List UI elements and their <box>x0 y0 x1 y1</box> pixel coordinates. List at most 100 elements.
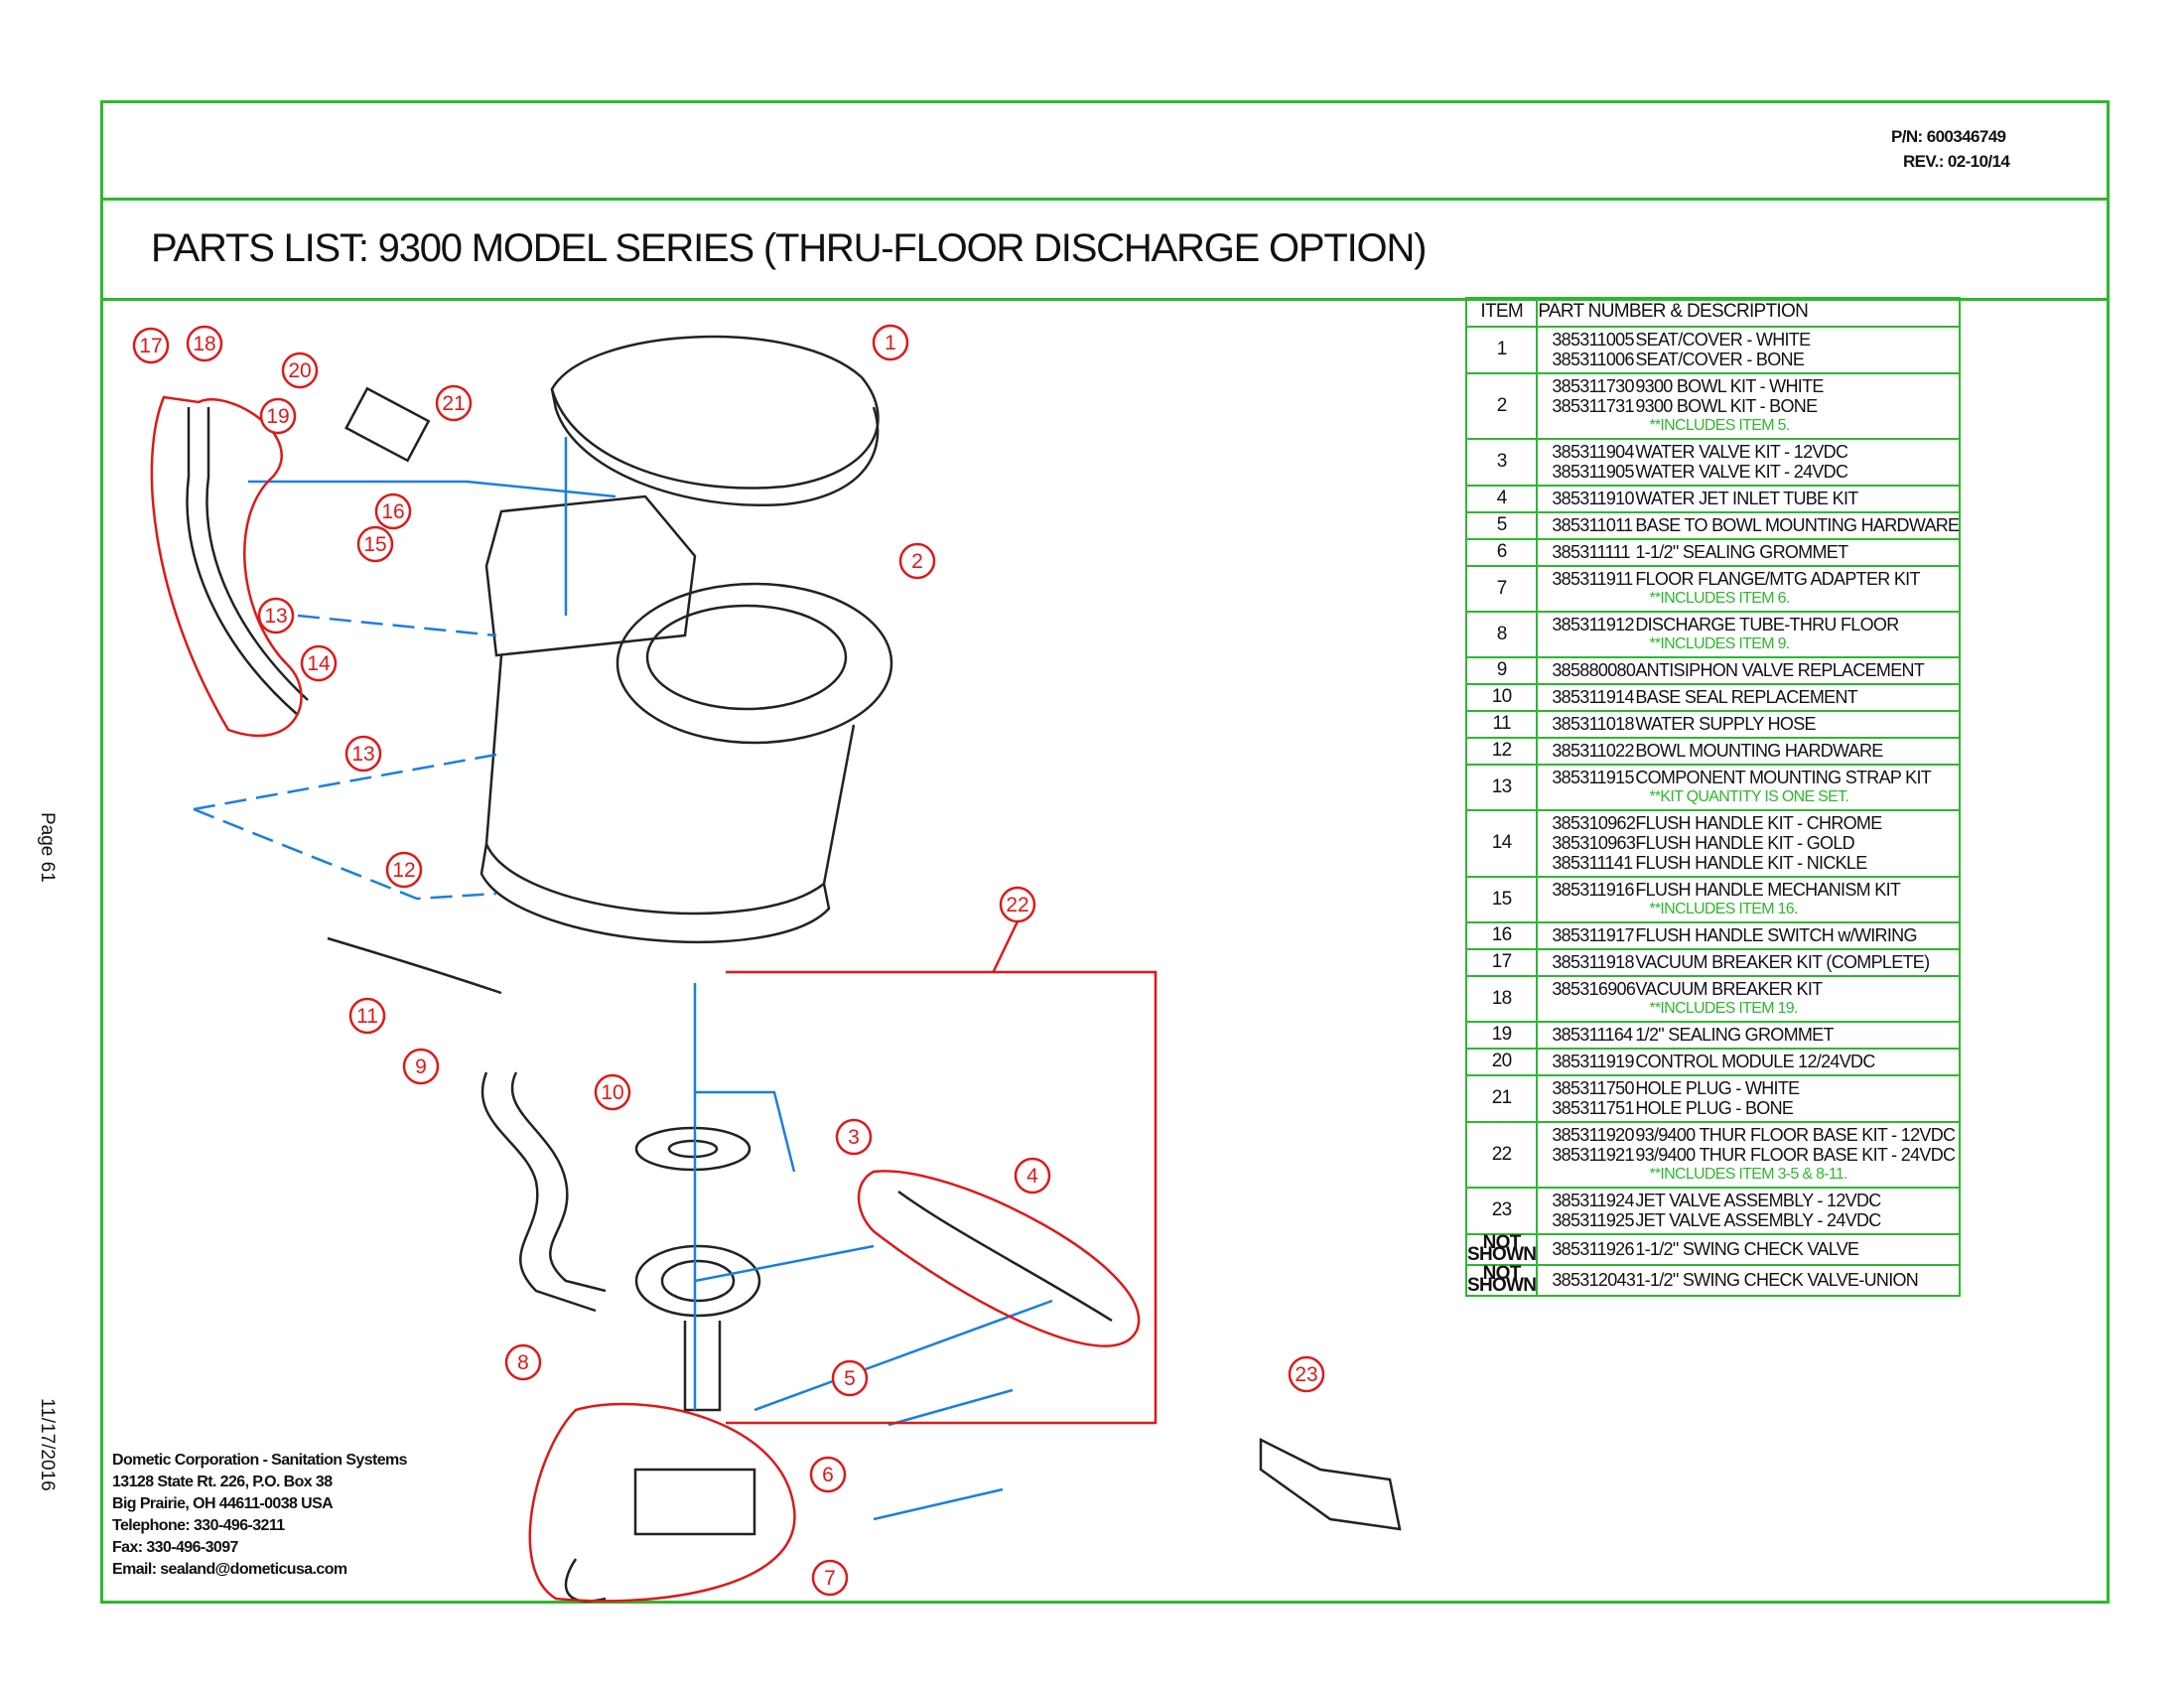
part-description: FLUSH HANDLE KIT - CHROME <box>1635 813 1882 833</box>
callout-circle <box>898 542 936 580</box>
callout-22: 22 <box>999 886 1036 923</box>
callout-9: 9 <box>402 1048 440 1085</box>
callout-circle <box>504 1343 542 1381</box>
callout-circle <box>835 1118 873 1156</box>
part-number: 385311925 <box>1552 1210 1634 1230</box>
part-number: 385311920 <box>1552 1125 1634 1145</box>
callout-circle <box>831 1359 869 1397</box>
part-note: **INCLUDES ITEM 6. <box>1649 590 1790 607</box>
item-number: 14 <box>1464 809 1539 878</box>
header-item: ITEM <box>1464 297 1539 328</box>
part-description: 93/9400 THUR FLOOR BASE KIT - 24VDC <box>1635 1145 1956 1165</box>
bowl-tank <box>484 494 697 657</box>
part-description: FLUSH HANDLE MECHANISM KIT <box>1635 880 1901 900</box>
callout-label: 18 <box>193 333 215 355</box>
callout-10: 10 <box>594 1073 631 1111</box>
callout-circle <box>344 735 382 773</box>
callout-label: 1 <box>885 332 896 354</box>
item-number: 11 <box>1464 710 1539 739</box>
part-number: 385311919 <box>1552 1052 1634 1071</box>
part-description: 1-1/2" SWING CHECK VALVE <box>1635 1239 1859 1259</box>
part-description: ANTISIPHON VALVE REPLACEMENT <box>1635 660 1925 680</box>
callout-14: 14 <box>300 644 338 682</box>
item-number: 4 <box>1464 485 1539 513</box>
item-number: 22 <box>1464 1121 1539 1189</box>
callout-5: 5 <box>831 1359 869 1397</box>
part-number: 385311911 <box>1552 569 1633 589</box>
part-description: CONTROL MODULE 12/24VDC <box>1635 1052 1875 1071</box>
part-description: WATER VALVE KIT - 12VDC <box>1635 442 1848 462</box>
part-note: **INCLUDES ITEM 16. <box>1649 901 1798 917</box>
callout-23: 23 <box>1288 1355 1325 1393</box>
callout-19: 19 <box>259 397 297 435</box>
callout-circle <box>348 997 386 1035</box>
part-number: 385311111 <box>1552 542 1630 562</box>
vacuum-breaker-hose <box>186 407 309 716</box>
part-number: P/N: 600346749 <box>1891 127 2006 146</box>
callout-3: 3 <box>835 1118 873 1156</box>
title-divider <box>100 298 2110 301</box>
discharge-outlet <box>683 1321 722 1412</box>
part-description: HOLE PLUG - WHITE <box>1635 1078 1800 1098</box>
callout-label: 13 <box>351 743 374 766</box>
part-number: 385311912 <box>1552 615 1634 634</box>
footer-email[interactable]: Email: sealand@dometicusa.com <box>112 1561 347 1578</box>
part-number: 385310962 <box>1552 813 1636 833</box>
jet-valve <box>1259 1437 1402 1531</box>
callout-15: 15 <box>356 525 394 563</box>
part-description: BOWL MOUNTING HARDWARE <box>1635 741 1883 761</box>
leader-lines <box>193 437 1053 1412</box>
callout-16: 16 <box>374 492 412 530</box>
part-description: FLUSH HANDLE KIT - GOLD <box>1635 833 1854 853</box>
footer-line: Fax: 330-496-3097 <box>112 1539 238 1556</box>
discharge-tube <box>480 1071 607 1313</box>
callout-circle <box>1014 1157 1051 1195</box>
item-number: 7 <box>1464 565 1539 613</box>
part-description: 9300 BOWL KIT - WHITE <box>1635 376 1824 396</box>
callout-13: 13 <box>344 735 382 773</box>
part-number: 385312043 <box>1552 1270 1636 1290</box>
callout-label: 14 <box>307 652 331 675</box>
part-description: 9300 BOWL KIT - BONE <box>1635 396 1818 416</box>
callout-circle <box>872 324 909 361</box>
part-number: 385311921 <box>1552 1145 1634 1165</box>
part-description: WATER JET INLET TUBE KIT <box>1635 489 1858 508</box>
callout-circle <box>435 384 473 422</box>
part-description: FLUSH HANDLE KIT - NICKLE <box>1635 853 1867 873</box>
item-number: NOT SHOWN <box>1464 1263 1539 1297</box>
callout-label: 4 <box>1026 1165 1038 1188</box>
callout-17: 17 <box>132 327 170 364</box>
part-number: 385311164 <box>1552 1025 1633 1045</box>
inlet-tube <box>897 1190 1113 1323</box>
callout-label: 21 <box>442 392 465 415</box>
part-number: 385311730 <box>1552 376 1634 396</box>
item-number: 9 <box>1464 656 1539 685</box>
